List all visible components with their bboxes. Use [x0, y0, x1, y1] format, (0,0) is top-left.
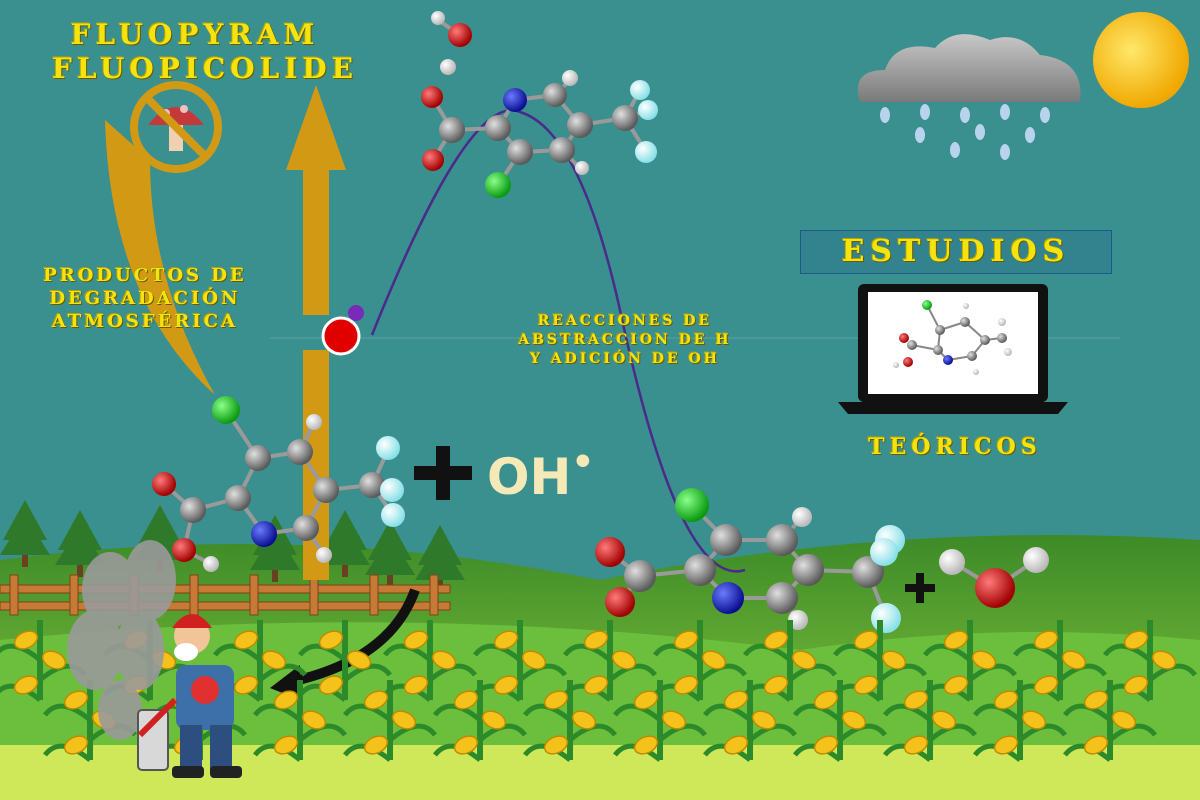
corn-plant	[253, 680, 347, 762]
corn-plant	[0, 620, 87, 702]
sun-icon	[1093, 12, 1189, 108]
products-label-line-2: DEGRADACIÓN	[49, 288, 241, 309]
water-molecule	[939, 547, 1049, 608]
no-mushroom-icon	[130, 81, 222, 173]
reactant-molecule	[152, 396, 405, 572]
products-label-line-1: PRODUCTOS DE	[43, 265, 247, 286]
corn-plant	[613, 680, 707, 762]
corn-plant	[793, 680, 887, 762]
pesticide-cloud-icon	[67, 540, 176, 740]
energy-curve	[370, 109, 746, 573]
corn-plant	[433, 680, 527, 762]
studies-label: ESTUDIOS	[841, 234, 1071, 269]
transition-state-molecule	[421, 11, 658, 198]
corn-plant	[473, 620, 567, 702]
purple-point	[348, 305, 364, 321]
title-line-fluopyram: FLUOPYRAM	[70, 18, 320, 51]
corn-plant	[703, 680, 797, 762]
swoosh-arrow	[105, 120, 215, 395]
corn-plant	[383, 620, 477, 702]
rain-cloud-icon	[857, 34, 1081, 160]
corn-plant	[343, 680, 437, 762]
studies-label-box	[800, 230, 1112, 274]
corn-plant	[653, 620, 747, 702]
reaction-label-line-2: ABSTRACCION DE H	[518, 332, 732, 348]
corn-plant	[973, 680, 1067, 762]
corn-plant	[743, 620, 837, 702]
corn-plant	[298, 620, 392, 702]
products-label-line-3: ATMOSFÉRICA	[51, 311, 239, 332]
corn-plant	[523, 680, 617, 762]
plus-icon	[414, 446, 472, 500]
farmer-sprayer-icon	[137, 614, 242, 778]
corn-plant	[1103, 620, 1197, 702]
radical-dot: •	[571, 442, 595, 483]
corn-plant	[883, 680, 977, 762]
reaction-label-line-3: Y ADICIÓN DE OH	[529, 351, 721, 367]
reactant-point	[321, 316, 361, 356]
product-molecule	[595, 488, 905, 633]
reaction-label-line-1: REACCIONES DE	[537, 313, 713, 329]
theoretical-label: TEÓRICOS	[868, 434, 1042, 460]
oh-radical-text: OH	[487, 448, 572, 506]
corn-plant	[1063, 680, 1157, 762]
title-line-fluopicolide: FLUOPICOLIDE	[51, 52, 359, 85]
laptop-molecule	[893, 300, 1012, 375]
plus-small-icon	[905, 573, 935, 603]
laptop-icon	[838, 284, 1068, 414]
vertical-arrow	[286, 85, 346, 580]
corn-plant	[833, 620, 927, 702]
oh-radical-label: OH•	[487, 442, 594, 506]
